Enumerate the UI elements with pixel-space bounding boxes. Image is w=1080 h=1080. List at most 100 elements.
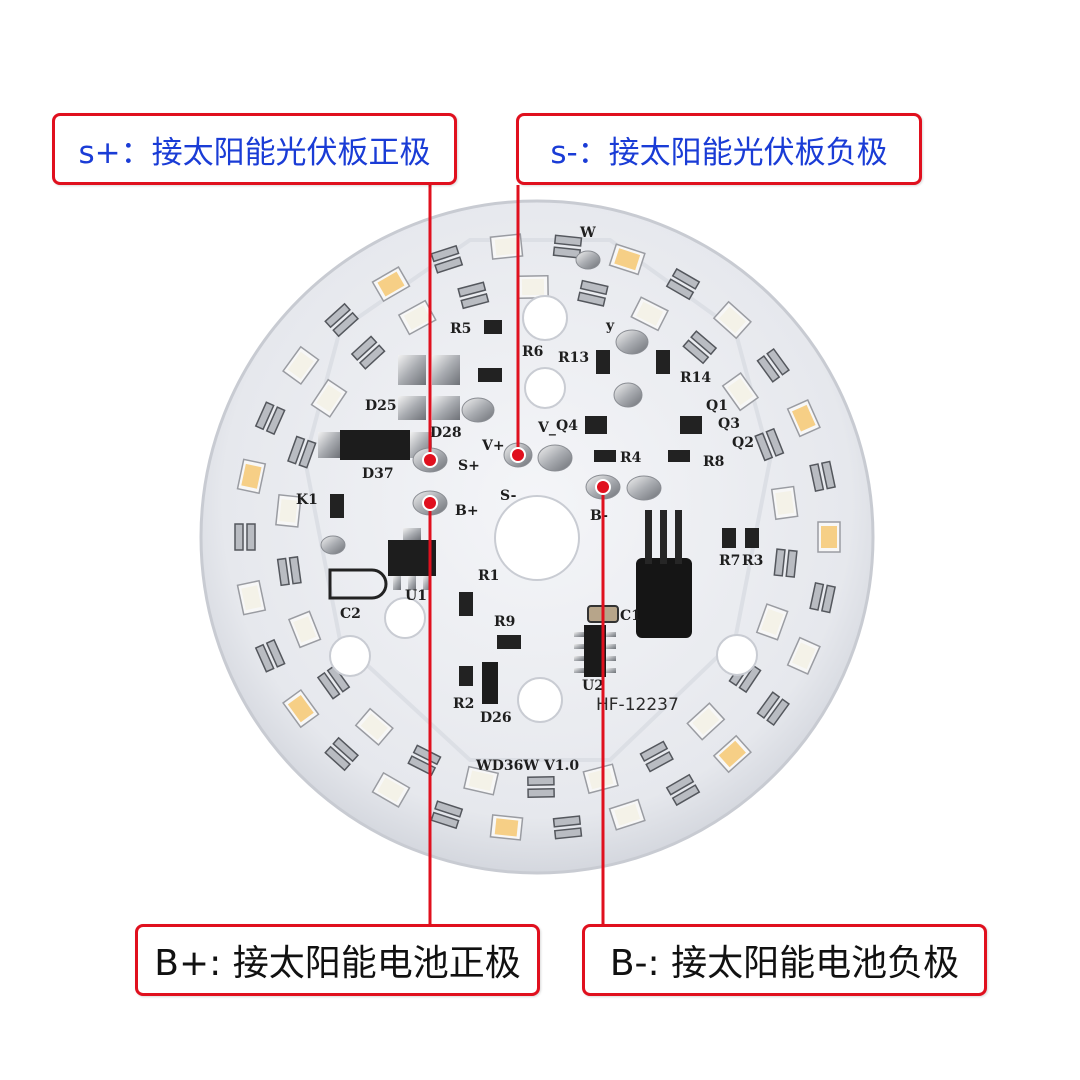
resistor [478, 368, 502, 382]
components [318, 320, 759, 704]
led [324, 736, 360, 772]
pin [408, 576, 416, 590]
label-u1: U1 [405, 588, 427, 604]
label-r13: R13 [558, 350, 589, 366]
leader-dots [422, 447, 611, 511]
solder-pad [665, 278, 695, 301]
hole [384, 597, 426, 639]
pin [574, 656, 584, 661]
resistor [459, 666, 473, 686]
led [639, 740, 674, 773]
led-phosphor [792, 642, 816, 670]
solder-pad [690, 330, 718, 356]
led [234, 523, 256, 551]
dot-b-plus [422, 495, 438, 511]
pin [423, 576, 431, 590]
diode-pad [318, 432, 340, 458]
led [817, 521, 841, 553]
solder-pad [298, 439, 317, 469]
center-hole [494, 495, 580, 581]
resistor [497, 635, 521, 649]
led-phosphor [614, 248, 641, 271]
solder-pad [276, 557, 290, 587]
label-q1: Q1 [706, 398, 728, 414]
label-r9: R9 [494, 614, 515, 630]
hole [517, 677, 563, 723]
label-r3: R3 [742, 553, 763, 569]
led-phosphor [718, 740, 746, 768]
led [773, 548, 798, 578]
mounting-holes [329, 295, 758, 723]
led-phosphor [241, 463, 262, 489]
led [489, 233, 524, 260]
led [527, 776, 555, 798]
solder-pad [434, 800, 464, 818]
led [354, 707, 394, 746]
label-r5: R5 [450, 321, 471, 337]
solder-pad [527, 788, 555, 798]
led [457, 281, 490, 310]
resistor [745, 528, 759, 548]
label-k1: K1 [296, 492, 318, 508]
led [236, 458, 267, 495]
solder-pad [265, 406, 286, 436]
led [430, 800, 464, 830]
label-c2: C2 [340, 606, 361, 622]
label-c1: C1 [620, 608, 641, 624]
solder-pad [754, 432, 774, 462]
diode-d28 [432, 355, 460, 385]
resistor [668, 450, 690, 462]
led-phosphor [287, 694, 314, 723]
label-b-minus: B- [590, 508, 608, 524]
led-phosphor [821, 526, 837, 548]
callout-battery-positive: B+: 接太阳能电池正极 [135, 924, 540, 996]
led-phosphor [494, 237, 519, 256]
solder-pad [430, 811, 460, 830]
solder-pad [665, 773, 695, 796]
led-phosphor [775, 490, 795, 515]
solder-pad [254, 401, 275, 431]
solder-pad [288, 556, 302, 585]
board-version: WD36W V1.0 [475, 758, 579, 774]
resistor [594, 450, 616, 462]
solder-pad [820, 460, 836, 490]
callout-solar-negative: s-：接太阳能光伏板负极 [516, 113, 922, 185]
led [282, 345, 320, 386]
led [350, 335, 386, 370]
solder-pad [324, 302, 351, 329]
solder-pad [785, 549, 798, 578]
callout-text: B-: 接太阳能电池负极 [609, 943, 960, 984]
solder-pad [645, 751, 674, 773]
led [489, 814, 524, 841]
led-ring [234, 233, 841, 841]
led-phosphor [692, 708, 720, 735]
pin [606, 656, 616, 661]
label-v-plus: V+ [481, 438, 505, 454]
diode-d25-pad [398, 396, 426, 420]
led [786, 636, 821, 675]
led-phosphor [403, 305, 431, 330]
leader-lines [428, 185, 605, 924]
dot-s-minus [510, 447, 526, 463]
label-r7: R7 [719, 553, 740, 569]
copper-outline [302, 238, 773, 762]
led-phosphor [360, 713, 388, 741]
callout-text: s-：接太阳能光伏板负极 [550, 134, 888, 171]
solder-pad [350, 335, 378, 361]
silkscreen: S+ B+ S- B- V+ V_ R5 R6 R13 R14 y Q1 Q3 … [296, 225, 763, 774]
solder-pad [809, 582, 825, 611]
led [809, 582, 836, 614]
sensor-lead [660, 510, 667, 564]
solder-pad [756, 691, 781, 719]
led-phosphor [377, 271, 405, 297]
solder-pad [527, 776, 555, 786]
led [809, 460, 836, 492]
led [282, 688, 320, 729]
label-d28: D28 [430, 425, 462, 441]
led [275, 494, 302, 528]
led [254, 401, 286, 436]
wire-pads [320, 250, 662, 555]
led [517, 275, 549, 299]
solder-pad [773, 548, 786, 577]
resistor [484, 320, 502, 334]
